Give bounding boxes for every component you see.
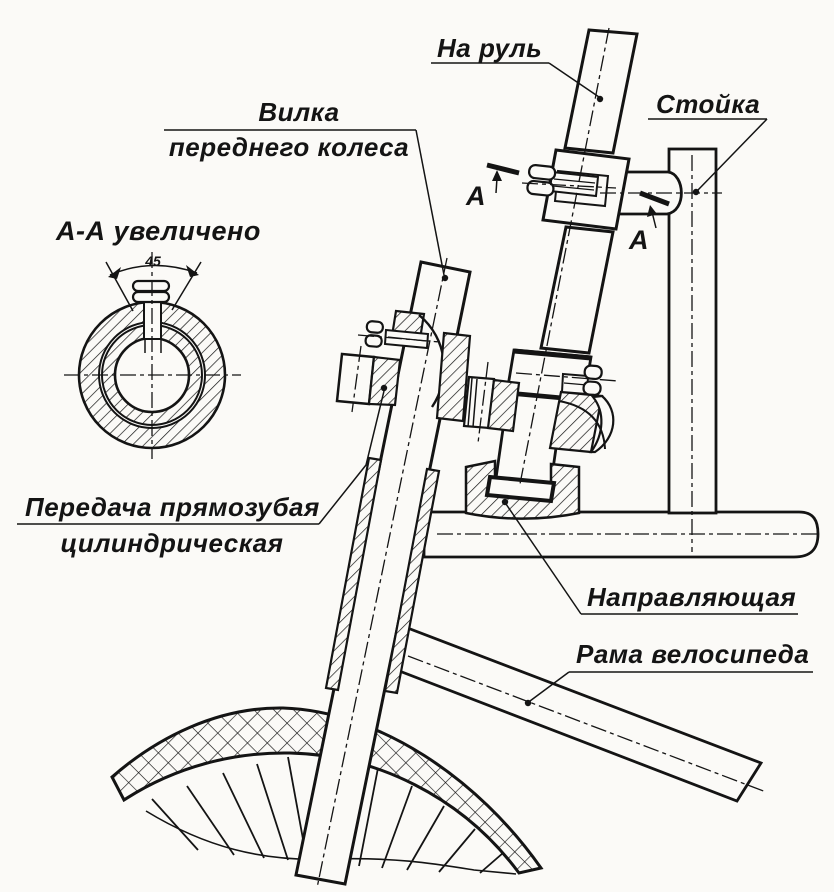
angle-value: 45 — [144, 253, 161, 269]
label-gear-line2: цилиндрическая — [61, 528, 284, 558]
column-foot-cup — [484, 474, 557, 504]
screw-head-icon — [364, 320, 384, 348]
screw-head-icon — [582, 364, 603, 397]
section-screw — [131, 279, 171, 353]
label-gear-line1: Передача прямозубая — [25, 492, 320, 522]
screw-head-icon — [131, 279, 171, 293]
pinion-gear — [548, 364, 615, 454]
fork-assembly — [294, 260, 521, 886]
fork-sleeve-left — [324, 456, 383, 692]
label-strut: Стойка — [656, 89, 760, 119]
section-marker-a-right: А — [628, 225, 649, 255]
label-fork-line1: Вилка — [258, 97, 339, 127]
label-guide: Направляющая — [587, 582, 796, 612]
angle-dimension: 45 — [105, 253, 202, 312]
pinion-screw — [560, 364, 603, 397]
section-markers: А А — [465, 162, 670, 255]
column-upper — [539, 225, 615, 355]
fork-sleeve-right — [383, 467, 441, 695]
gear-hub-section — [367, 355, 402, 407]
gear-hub — [335, 352, 376, 406]
tire-crosshatch — [110, 706, 544, 875]
screw-head-icon — [526, 164, 557, 197]
section-marker-a-left: А — [465, 181, 486, 211]
label-frame: Рама велосипеда — [576, 639, 809, 669]
clamp-screw — [526, 164, 600, 198]
section-arrow-icon — [492, 170, 502, 181]
handlebar-tube — [563, 28, 639, 155]
label-to-handlebar: На руль — [437, 33, 542, 63]
callouts: На руль Стойка Вилка переднего колеса Пе… — [17, 33, 813, 707]
section-arrow-icon — [647, 205, 657, 217]
guide-block — [464, 459, 581, 520]
label-fork-line2: переднего колеса — [169, 132, 409, 162]
gear-flange — [435, 331, 472, 423]
section-view-aa: А-А увеличено 45 — [55, 216, 261, 459]
section-view-title: А-А увеличено — [55, 216, 261, 246]
centerlines — [316, 27, 820, 889]
gear-mesh — [462, 375, 521, 433]
handlebar-assembly — [526, 28, 639, 231]
